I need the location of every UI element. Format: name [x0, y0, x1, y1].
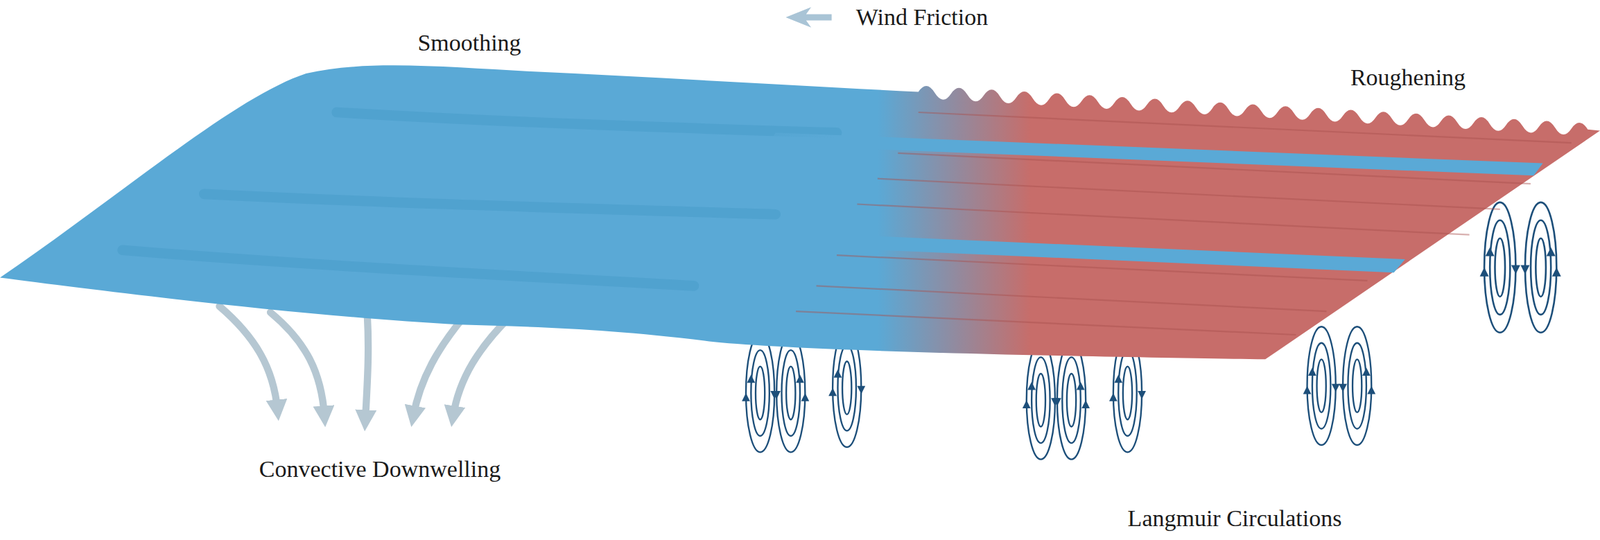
- ocean-surface: [0, 65, 1600, 360]
- convergence-stripe: [767, 132, 1544, 176]
- surface-shading: [122, 112, 837, 286]
- wind-arrow: [785, 6, 832, 28]
- label: Roughening: [1350, 64, 1466, 91]
- label: Convective Downwelling: [259, 456, 501, 482]
- label: Langmuir Circulations: [1127, 505, 1343, 532]
- label: Wind Friction: [856, 4, 988, 30]
- convergence-stripe: [696, 228, 1406, 273]
- label: Smoothing: [417, 29, 521, 56]
